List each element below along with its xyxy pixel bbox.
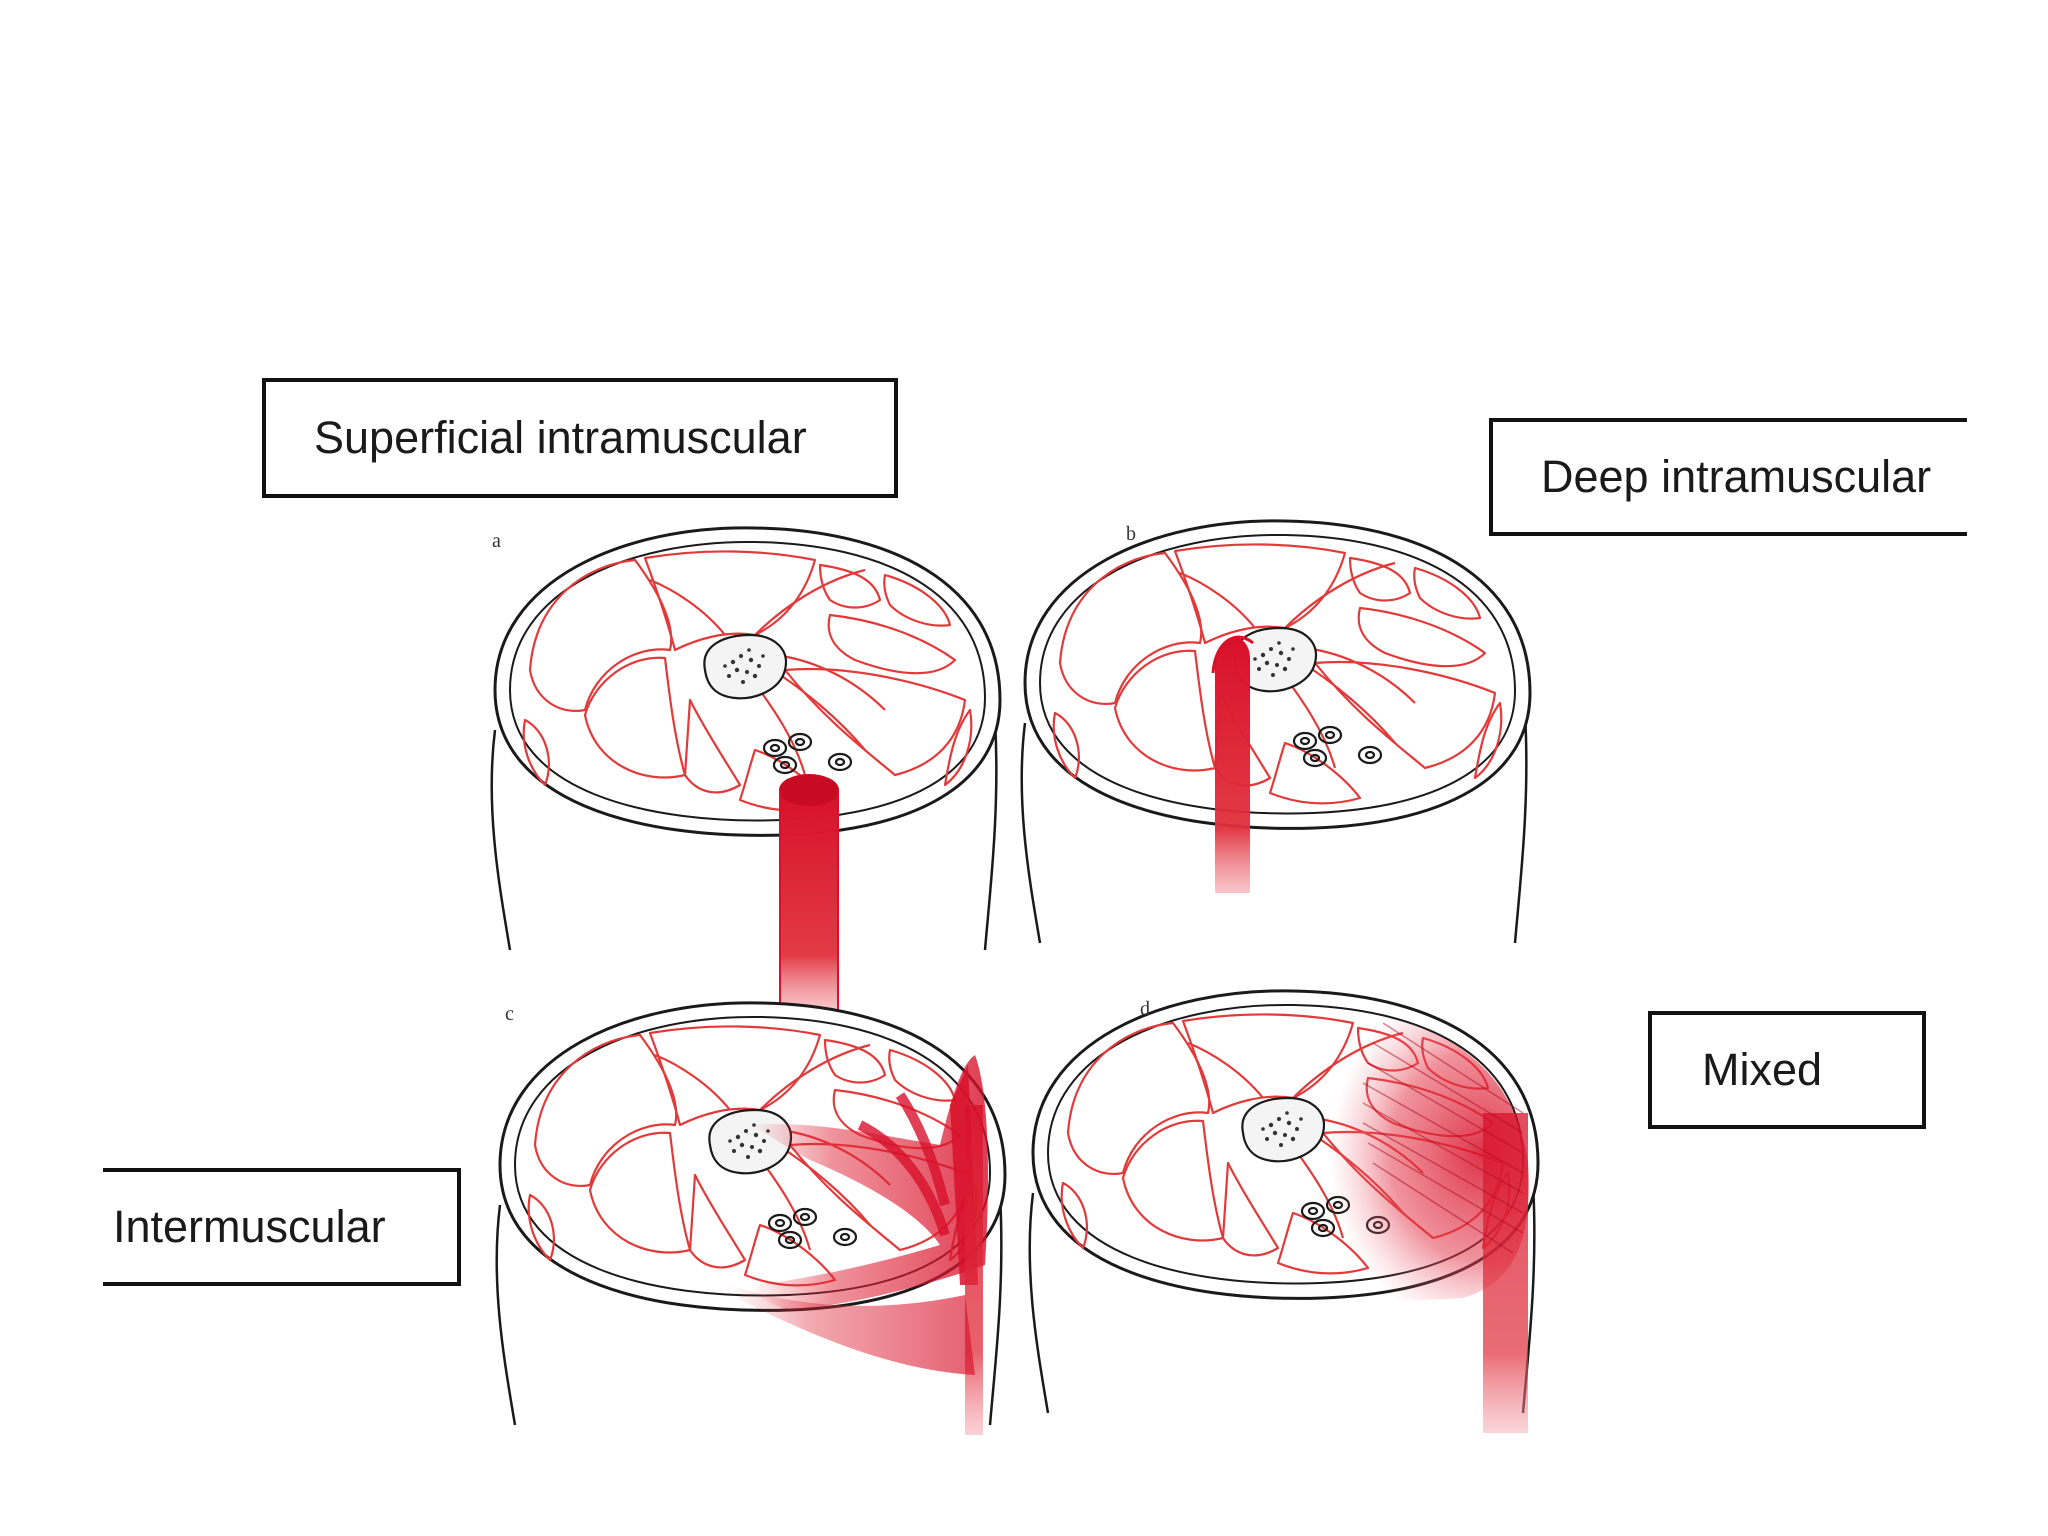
deep-lesion (1211, 635, 1254, 893)
superficial-lesion (779, 774, 839, 1010)
mixed-lesion (1273, 1008, 1529, 1433)
panel-d-mixed (1028, 989, 1540, 1433)
label-mixed: Mixed (1648, 1011, 1926, 1129)
panel-b-deep-intramuscular (1020, 519, 1532, 945)
panel-c-intermuscular (495, 1001, 1007, 1435)
intermuscular-lesion (730, 1055, 988, 1435)
panel-b-letter: b (1126, 523, 1136, 545)
label-superficial-intramuscular: Superficial intramuscular (262, 378, 898, 498)
label-intermuscular: Intermuscular (103, 1168, 461, 1286)
label-deep-intramuscular: Deep intramuscular (1489, 418, 1967, 536)
panel-d-letter: d (1140, 998, 1150, 1020)
panel-a-superficial-intramuscular (490, 526, 1002, 1010)
panel-a-letter: a (492, 530, 501, 552)
panel-c-letter: c (505, 1003, 514, 1025)
